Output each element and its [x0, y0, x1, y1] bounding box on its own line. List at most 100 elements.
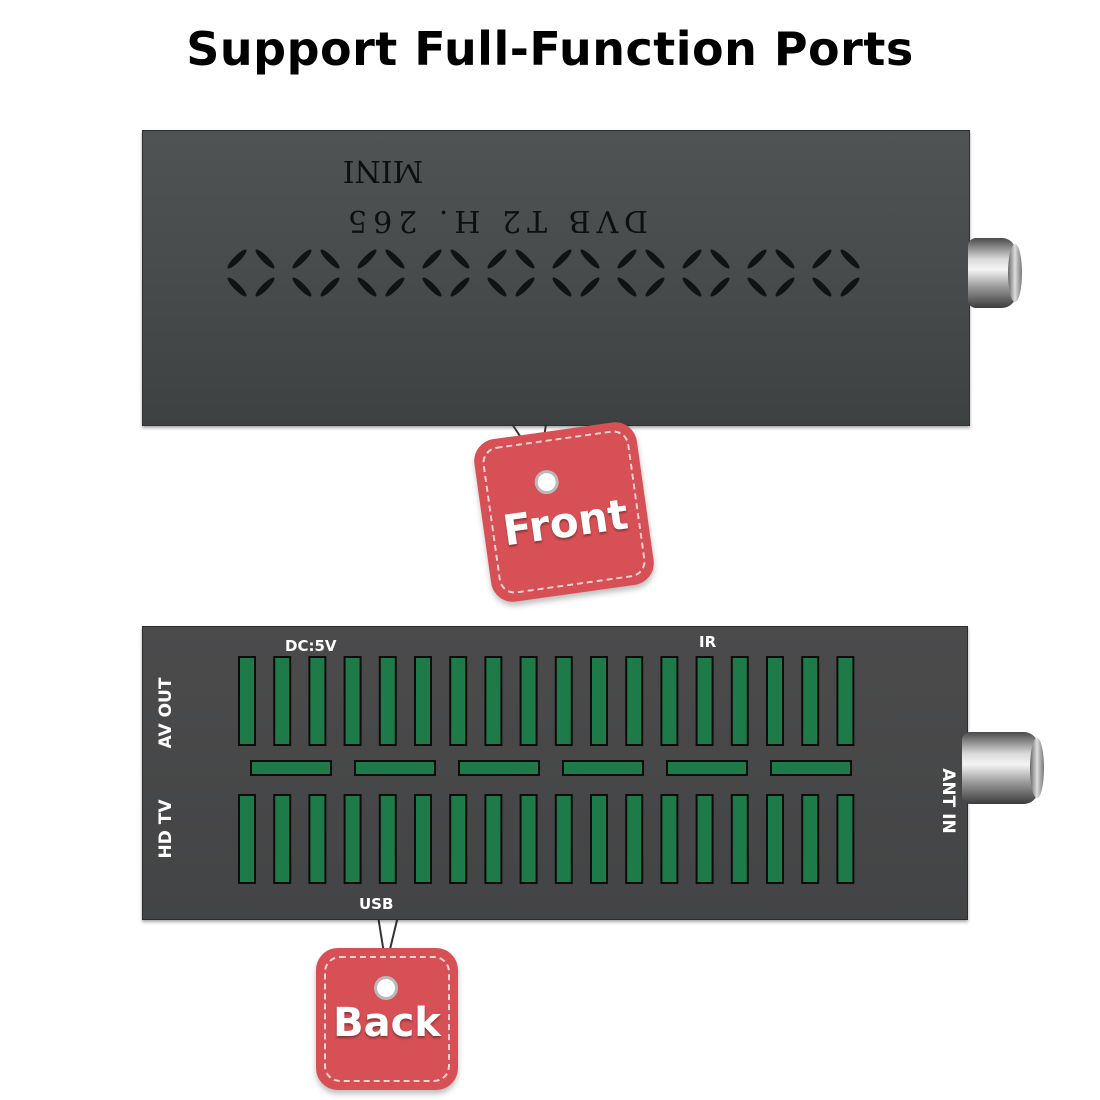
- label-ant-in: ANT IN: [938, 768, 958, 834]
- vent-slot: [590, 794, 608, 884]
- vent-slot: [695, 794, 714, 884]
- vent-slot: [414, 794, 432, 884]
- vent-slot: [554, 656, 573, 746]
- label-dc-5v: DC:5V: [285, 637, 337, 655]
- vent-slot-horizontal: [458, 760, 540, 776]
- vent-slot: [801, 656, 820, 746]
- vent-leaf: [840, 277, 860, 297]
- label-av-out: AV OUT: [156, 677, 176, 749]
- vent-slot-horizontal: [770, 760, 852, 776]
- vent-leaf: [357, 249, 377, 269]
- front-tag-label: Front: [499, 489, 632, 556]
- vent-slot: [660, 794, 679, 884]
- vent-leaf: [515, 277, 535, 297]
- back-tag-hole: [374, 976, 398, 1000]
- vent-leaf: [682, 249, 702, 269]
- vent-leaf: [487, 249, 507, 269]
- vent-leaf: [617, 249, 637, 269]
- vent-slot: [238, 794, 256, 884]
- vent-leaf: [617, 277, 637, 297]
- vent-slot-horizontal: [250, 760, 332, 776]
- vent-leaf: [385, 249, 405, 269]
- vent-slot: [836, 656, 855, 746]
- back-vent-slots: [238, 656, 855, 884]
- vent-leaf: [255, 249, 275, 269]
- vent-slot: [343, 794, 362, 884]
- device-front-panel: MINI DVB T2 H. 265: [142, 130, 970, 426]
- vent-leaf: [747, 249, 767, 269]
- vent-slot: [590, 656, 608, 746]
- vent-slot: [449, 794, 468, 884]
- vent-leaf: [812, 277, 832, 297]
- vent-slot: [484, 656, 503, 746]
- vent-leaf: [320, 249, 340, 269]
- vent-leaf: [645, 249, 665, 269]
- vent-slot: [766, 656, 784, 746]
- vent-slot: [484, 794, 503, 884]
- vent-leaf: [710, 277, 730, 297]
- back-slot-grid: [238, 656, 855, 884]
- vent-slot-horizontal: [354, 760, 436, 776]
- back-tag: Back: [316, 948, 458, 1090]
- front-tag-hole: [533, 468, 561, 496]
- vent-leaf: [357, 277, 377, 297]
- vent-leaf: [710, 249, 730, 269]
- vent-slot: [308, 794, 327, 884]
- vent-leaf: [775, 277, 795, 297]
- vent-slot: [730, 794, 749, 884]
- vent-leaf: [812, 249, 832, 269]
- front-tag: Front: [471, 419, 657, 605]
- vent-leaf: [292, 249, 312, 269]
- vent-slot-horizontal: [666, 760, 748, 776]
- vent-leaf: [775, 249, 795, 269]
- vent-slot: [801, 794, 820, 884]
- vent-slot: [554, 794, 573, 884]
- page-title: Support Full-Function Ports: [186, 22, 914, 76]
- label-ir: IR: [699, 633, 717, 651]
- label-usb: USB: [359, 895, 394, 913]
- vent-leaf: [450, 249, 470, 269]
- front-print-mini: MINI: [343, 153, 424, 188]
- vent-slot: [378, 656, 397, 746]
- vent-leaf: [487, 277, 507, 297]
- vent-slot: [625, 656, 644, 746]
- vent-slot: [625, 794, 644, 884]
- vent-slot: [343, 656, 362, 746]
- back-tag-label: Back: [333, 1000, 441, 1046]
- vent-leaf: [580, 249, 600, 269]
- vent-slot: [449, 656, 468, 746]
- vent-leaf: [552, 249, 572, 269]
- vent-slot: [660, 656, 679, 746]
- vent-slot: [730, 656, 749, 746]
- vent-slot: [519, 794, 538, 884]
- vent-leaf: [450, 277, 470, 297]
- vent-leaf: [255, 277, 275, 297]
- vent-leaf: [385, 277, 405, 297]
- vent-slot: [766, 794, 784, 884]
- vent-slot: [273, 794, 292, 884]
- vent-leaf: [422, 277, 442, 297]
- vent-leaf: [747, 277, 767, 297]
- vent-leaf: [320, 277, 340, 297]
- vent-slot: [378, 794, 397, 884]
- vent-leaf: [422, 249, 442, 269]
- vent-leaf: [292, 277, 312, 297]
- vent-leaf: [552, 277, 572, 297]
- vent-slot: [519, 656, 538, 746]
- vent-leaf: [227, 249, 247, 269]
- vent-slot: [414, 656, 432, 746]
- front-panel-print: MINI DVB T2 H. 265: [227, 153, 860, 297]
- antenna-connector-back: [962, 732, 1044, 804]
- vent-leaf: [580, 277, 600, 297]
- vent-slot: [836, 794, 855, 884]
- vent-leaf: [645, 277, 665, 297]
- vent-slot: [273, 656, 292, 746]
- vent-leaf: [515, 249, 535, 269]
- vent-slot: [695, 656, 714, 746]
- front-print-model: DVB T2 H. 265: [342, 203, 648, 238]
- device-back-panel: DC:5V IR USB AV OUT HD TV ANT IN: [142, 626, 968, 920]
- vent-slot: [238, 656, 256, 746]
- vent-slot-horizontal: [562, 760, 644, 776]
- front-vent-pattern: [227, 249, 860, 297]
